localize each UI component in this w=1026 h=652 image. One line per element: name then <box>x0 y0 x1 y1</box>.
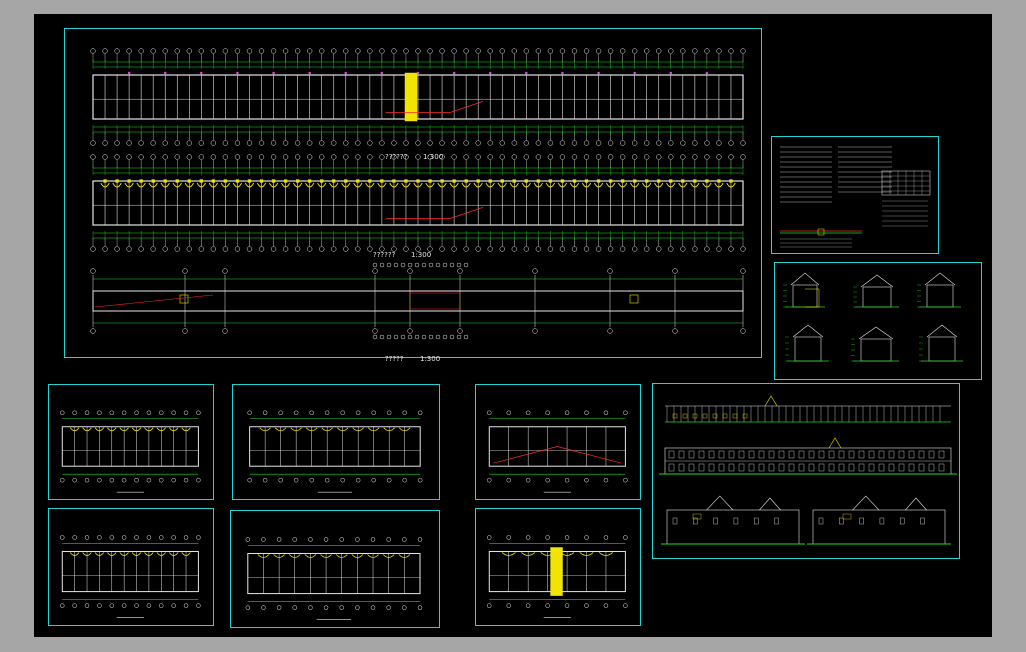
floor-plan-3 <box>90 262 746 340</box>
small-plan-svg <box>60 535 201 618</box>
sheet-small-plan-2[interactable] <box>232 384 440 500</box>
plan-2-title: ?????? <box>373 251 396 259</box>
elevations-svg <box>659 395 957 545</box>
plan-1-scale: 1:300 <box>423 153 444 161</box>
plan-1-title: ?????? <box>385 153 408 161</box>
floor-plan-2 <box>90 154 746 252</box>
sheet-small-plan-6[interactable] <box>475 508 641 626</box>
sheet-elevations[interactable] <box>652 383 960 559</box>
small-plan-svg <box>487 410 628 493</box>
sheet-small-plan-3[interactable] <box>475 384 641 500</box>
details-svg <box>783 272 963 362</box>
floor-plan-1 <box>90 48 746 146</box>
small-plan-svg <box>487 535 628 618</box>
plan-2-scale: 1:300 <box>411 251 432 259</box>
small-plan-svg <box>60 410 201 493</box>
small-plan-svg <box>247 410 423 493</box>
plan-3-title: ????? <box>385 355 404 363</box>
notes-svg <box>780 146 931 248</box>
sheet-small-plan-1[interactable] <box>48 384 214 500</box>
sheet-main-plans[interactable]: ?????? 1:300 ?????? 1:300 ????? 1:300 <box>64 28 762 363</box>
sheet-small-plan-4[interactable] <box>48 508 214 626</box>
drawing-canvas[interactable]: ?????? 1:300 ?????? 1:300 ????? 1:300 <box>34 14 992 637</box>
small-plan-svg <box>245 537 423 620</box>
sheet-details[interactable] <box>774 262 982 380</box>
sheet-notes[interactable] <box>771 136 939 254</box>
plan-3-scale: 1:300 <box>420 355 441 363</box>
sheet-small-plan-5[interactable] <box>230 510 440 628</box>
main-plans-svg <box>90 48 746 340</box>
